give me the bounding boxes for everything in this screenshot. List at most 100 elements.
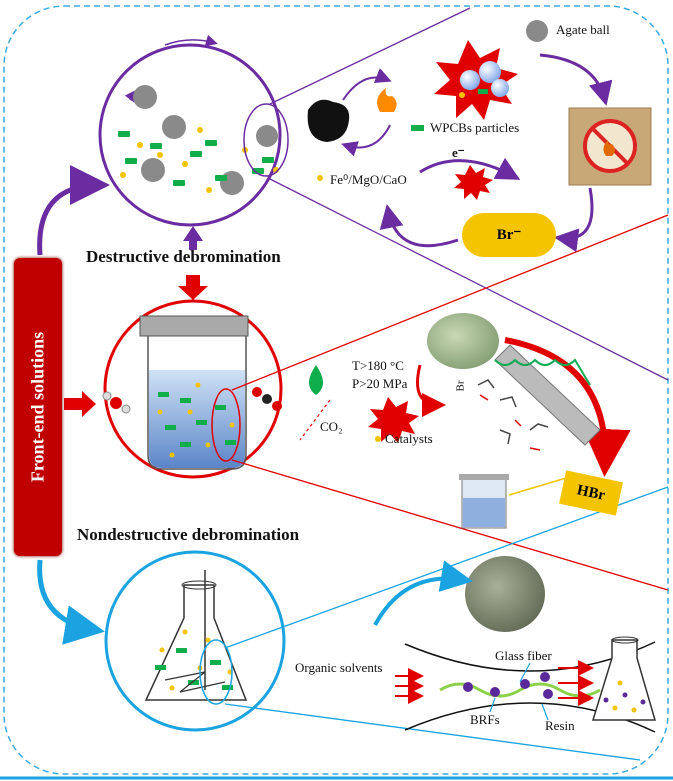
flask-catalyst-dots <box>159 629 233 691</box>
catalyst-dot <box>205 442 211 448</box>
wpcb-particle <box>158 392 169 397</box>
zoom-line-mid-2 <box>231 459 669 591</box>
temperature-label: T>180 °C <box>352 358 404 373</box>
catalyst-dot <box>197 127 203 133</box>
resin-label: Resin <box>545 718 575 733</box>
reactor-group <box>102 214 669 591</box>
spark-icon <box>454 165 493 200</box>
brf-dot <box>640 699 646 705</box>
solvent-arrows <box>395 660 594 706</box>
outer-dashed-frame <box>3 5 669 775</box>
flask-body <box>144 584 248 701</box>
zoom-line-bottom-2 <box>224 703 641 761</box>
wpcbs-particles-label: WPCBs particles <box>430 120 520 135</box>
catalyst-dot <box>137 142 143 148</box>
nondestructive-title: Nondestructive debromination <box>77 525 300 544</box>
catalyst-dot <box>182 161 188 167</box>
wpcb-particle <box>222 685 233 690</box>
small-flask-mouth <box>611 636 639 644</box>
hbr-label: HBr <box>575 482 607 504</box>
wpcb-particle <box>180 442 191 447</box>
banner-to-mill-arrow <box>37 165 110 256</box>
flask-particles <box>155 648 233 690</box>
molecule-sphere <box>491 79 509 97</box>
molecule-sphere <box>479 61 501 83</box>
wpcb-particle <box>478 89 488 94</box>
wpcb-particle <box>173 180 185 186</box>
brf-dot <box>520 679 530 689</box>
solvent-mechanism <box>373 556 656 733</box>
wpcb-particle <box>176 648 187 653</box>
wpcb-particles <box>118 131 274 186</box>
catalyst-dot <box>317 175 323 181</box>
bromide-label: Br⁻ <box>496 227 522 243</box>
co2-oxygen <box>252 387 262 397</box>
front-end-solutions-label: Front-end solutions <box>27 331 48 483</box>
brf-dots <box>463 672 553 699</box>
brf-dot <box>603 697 609 703</box>
wpcb-particle <box>215 405 226 410</box>
zoom-ellipse-top <box>243 103 289 177</box>
catalyst-dot <box>205 637 211 643</box>
wpcb-particle <box>118 131 130 137</box>
destructive-mechanism <box>307 20 652 253</box>
agate-ball <box>256 125 278 147</box>
carbon-cycle-arrow-2 <box>341 124 391 157</box>
co2-oxygen <box>272 401 282 411</box>
small-flask-dots <box>603 680 646 713</box>
glass-fiber-pointer <box>519 662 531 683</box>
wpcb-particle <box>165 425 176 430</box>
catalyst-dot <box>206 187 212 193</box>
up-arrow <box>183 226 203 250</box>
wpcb-particle <box>411 125 424 131</box>
wpcb-particle <box>225 440 236 445</box>
molecule-sphere <box>460 70 480 90</box>
agate-ball <box>162 115 186 139</box>
catalyst-dot <box>195 382 201 388</box>
zoom-line-top-2 <box>267 177 669 381</box>
flask-group <box>104 486 669 761</box>
agate-ball-legend <box>526 20 548 42</box>
co2-carbon <box>262 394 272 404</box>
powder-sample <box>427 313 499 369</box>
catalyst-composition-label: Fe⁰/MgO/CaO <box>330 172 407 187</box>
electron-label: e⁻ <box>452 145 465 160</box>
brf-dot <box>540 672 550 682</box>
dash-divider <box>299 399 331 441</box>
brf-dot <box>463 682 473 692</box>
wpcb-particle <box>215 175 227 181</box>
fiber-powder-sample <box>465 556 545 632</box>
wpcb-particle <box>210 660 221 665</box>
destructive-title: Destructive debromination <box>86 247 281 266</box>
vial-connector <box>508 477 567 496</box>
resin-strip <box>494 344 601 446</box>
rotation-arrow <box>164 34 218 47</box>
bromide-pill: Br⁻ <box>462 213 556 257</box>
water-hydrogen <box>121 404 131 414</box>
wpcb-particle <box>125 158 137 164</box>
curve-arrow-red <box>416 364 446 417</box>
catalyst-dot <box>229 422 235 428</box>
reactor-catalyst-dots <box>157 382 235 458</box>
brf-dot <box>490 687 500 697</box>
water-oxygen <box>110 397 122 409</box>
flame-icon <box>377 88 397 112</box>
small-vial-lid <box>459 474 509 480</box>
catalyst-dot <box>612 705 618 711</box>
curve-arrow-right <box>539 53 613 106</box>
brfs-pointer <box>489 697 496 713</box>
reactor-vessel <box>147 336 247 470</box>
catalyst-dot <box>120 172 126 178</box>
down-arrow <box>178 275 208 300</box>
polymer-fragments <box>477 379 549 445</box>
blue-curve-arrow <box>373 560 473 626</box>
wpcb-particle <box>262 157 274 163</box>
wpcb-particle <box>196 420 207 425</box>
brf-dot <box>622 692 628 698</box>
front-end-solutions-banner: Front-end solutions <box>14 258 62 556</box>
side-red-arrow <box>64 391 96 417</box>
wpcb-particle <box>188 680 199 685</box>
zoom-ellipse-bottom <box>199 639 233 705</box>
wpcb-particle <box>252 168 264 174</box>
catalyst-legend-dot <box>375 436 381 442</box>
